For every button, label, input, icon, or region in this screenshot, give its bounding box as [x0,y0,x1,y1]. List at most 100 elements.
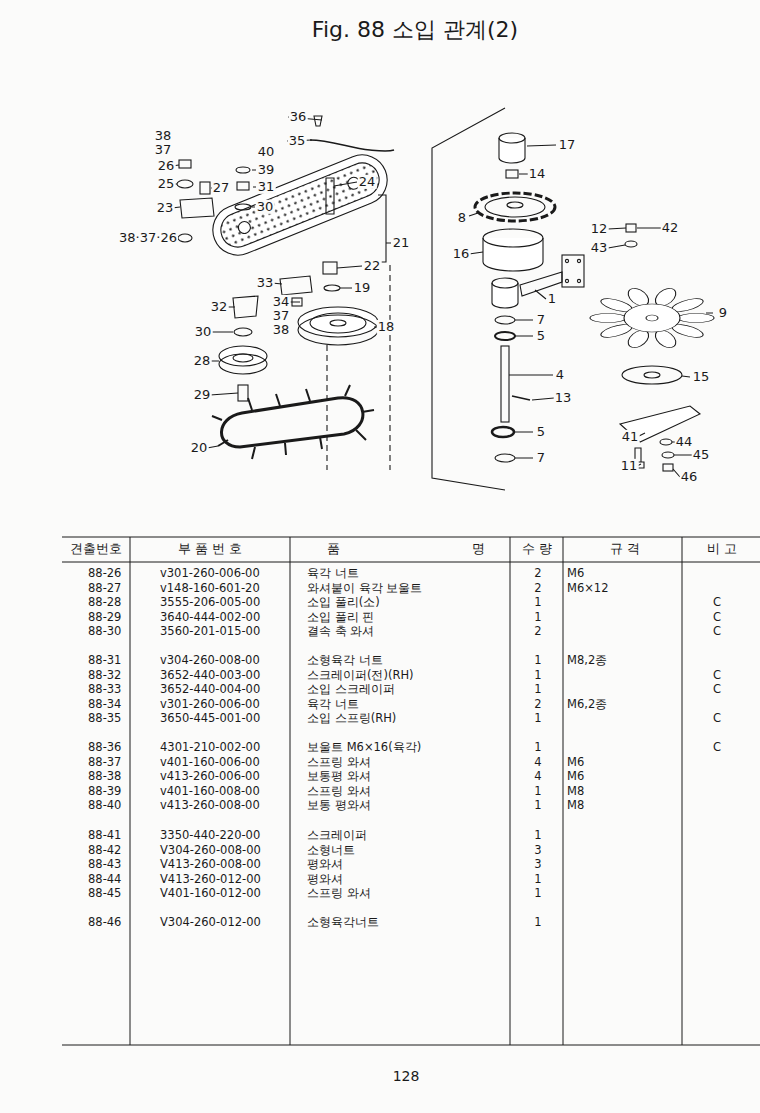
callout-number: 36 [289,110,308,124]
table-cell: M6 [567,770,584,783]
table-cell: 88-44 [88,872,121,885]
hardware [178,234,192,242]
table-cell: 88-33 [88,683,121,696]
table-cell: 2 [534,625,541,638]
table-cell: 1 [534,872,541,885]
hardware [233,296,258,318]
callout-number: 18 [377,320,396,334]
callout-number: 22 [363,259,382,273]
pulley [233,354,253,362]
callout-number: 38 [154,129,173,143]
table-cell: 1 [534,829,541,842]
drive-unit [495,332,515,340]
callout-number: 33 [256,276,275,290]
table-cell: 와셔붙이 육각 보울트 [307,581,422,594]
chain [212,385,374,459]
callout-number: 24 [358,175,377,189]
table-cell: M6 [567,567,584,580]
callout-number: 30 [256,200,275,214]
table-cell: 88-32 [88,668,121,681]
pulley [219,346,267,366]
table-cell: M8,2종 [567,654,607,667]
table-cell: 88-41 [88,829,121,842]
drive-unit [495,454,515,462]
drive-unit [475,193,555,221]
hardware [177,180,193,188]
table-cell: 88-34 [88,697,121,710]
table-cell: 2 [534,567,541,580]
drive-unit [483,229,543,247]
callout-number: 13 [554,391,573,405]
drive-unit [475,133,584,462]
callout-number: 7 [536,313,546,327]
table-cell: 육각 너트 [307,697,359,710]
table-cell: 2 [534,697,541,710]
table-cell: 3652-440-004-00 [160,683,260,696]
table-header: 견출번호 [70,542,122,556]
callout-number: 39 [257,163,276,177]
table-cell: 88-46 [88,916,121,929]
spring [310,140,394,151]
table-cell: 88-29 [88,610,121,623]
hardware [200,182,210,194]
table-cell: 88-43 [88,858,121,871]
callout-number: 8 [457,211,467,225]
table-cell: 1 [534,596,541,609]
table-cell: v413-260-006-00 [160,770,260,783]
table-cell: 3650-445-001-00 [160,712,260,725]
callout-number: 20 [190,441,209,455]
table-cell: 평와셔 [307,872,343,885]
table-cell: V413-260-008-00 [160,858,261,871]
callout-number: 23 [156,201,175,215]
table-cell: v304-260-008-00 [160,654,260,667]
pulley [219,307,378,401]
table-cell: 88-37 [88,755,121,768]
callout-number: 38 [272,323,291,337]
table-cell: C [713,668,721,681]
callout-number: 7 [536,451,546,465]
drive-unit [565,259,568,262]
callout-number: 16 [452,247,471,261]
table-cell: 3640-444-002-00 [160,610,260,623]
callout-number: 37 [272,309,291,323]
table-cell: v401-160-008-00 [160,784,260,797]
callout-number: 17 [558,138,577,152]
table-cell: 보통평 와셔 [307,770,371,783]
table-cell: C [713,625,721,638]
table-cell: 1 [534,799,541,812]
callout-number: 34 [272,295,291,309]
drive-unit [562,255,584,287]
drive-unit [507,202,523,208]
callout-number: 40 [257,145,276,159]
pulley [238,385,248,401]
hardware [324,285,340,291]
star-wheel [624,304,680,332]
table-cell: 88-36 [88,741,121,754]
table-cell: 육각 너트 [307,567,359,580]
table-cell: 1 [534,916,541,929]
table-cell: 3555-206-005-00 [160,596,260,609]
hardware [180,198,214,218]
table-rule [62,537,760,1045]
hardware [625,241,637,247]
table-cell: v148-160-601-20 [160,581,260,594]
drive-unit [495,316,515,324]
callout-number: 9 [718,306,728,320]
figure-title: Fig. 88 소입 관계(2) [312,18,518,42]
table-cell: 1 [534,683,541,696]
drive-unit [483,238,543,271]
callout-number: 12 [590,222,609,236]
callout-number: 4 [555,368,565,382]
callout-number: 41 [621,430,640,444]
table-cell: 스프링 와셔 [307,784,371,797]
callout-number: 42 [661,221,680,235]
chain-case [237,220,253,236]
table-cell: 88-45 [88,887,121,900]
dashed-line [327,265,390,470]
leader-line [172,117,713,477]
callout-number: 45 [692,448,711,462]
table-cell: 소입 스프링(RH) [307,712,396,725]
pulley [298,315,378,345]
table-cell: 88-35 [88,712,121,725]
